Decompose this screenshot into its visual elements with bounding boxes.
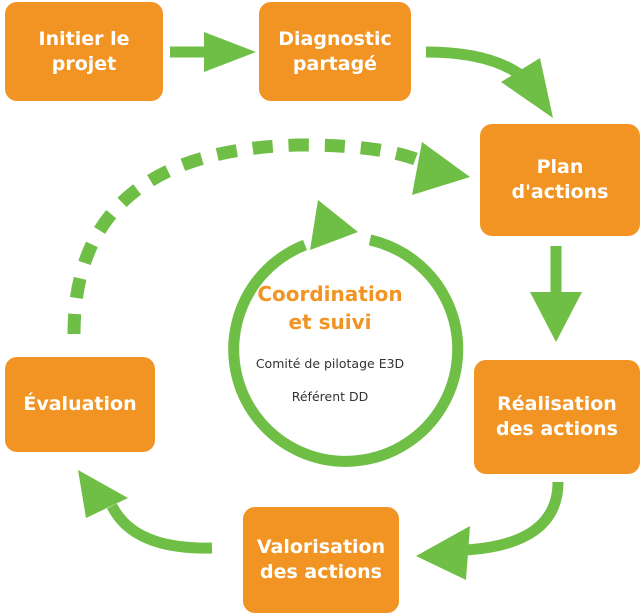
step-plan-actions: Plan d'actions xyxy=(480,124,640,236)
step-initier-projet: Initier le projet xyxy=(5,2,163,101)
step-valorisation-line2: des actions xyxy=(260,561,382,583)
center-subtitle-comite: Comité de pilotage E3D xyxy=(255,356,405,371)
step-realisation-line2: des actions xyxy=(496,418,618,440)
step-evaluation: Évaluation xyxy=(5,357,155,452)
step-diagnostic-line1: Diagnostic xyxy=(278,27,392,50)
arrow-plan-to-realisation xyxy=(530,246,582,342)
step-evaluation-line1: Évaluation xyxy=(23,393,137,415)
step-valorisation-actions: Valorisation des actions xyxy=(243,507,399,613)
step-initier-line1: Initier le xyxy=(38,27,130,50)
step-initier-line2: projet xyxy=(51,52,117,75)
center-title-line1: Coordination xyxy=(257,282,403,306)
step-diagnostic-line2: partagé xyxy=(292,52,378,75)
step-valorisation-line1: Valorisation xyxy=(256,536,386,558)
arrow-diagnostic-to-plan xyxy=(425,46,553,118)
step-diagnostic-partage: Diagnostic partagé xyxy=(259,2,411,101)
arrow-initier-to-diagnostic xyxy=(170,32,256,72)
arrow-evaluation-to-plan-dashed xyxy=(67,138,470,335)
center-subtitle-referent: Référent DD xyxy=(291,389,369,404)
arrow-realisation-to-valorisation xyxy=(416,481,564,580)
step-realisation-actions: Réalisation des actions xyxy=(474,360,640,474)
center-coordination: Coordination et suivi Comité de pilotage… xyxy=(228,280,432,405)
step-realisation-line1: Réalisation xyxy=(497,393,617,415)
center-title-line2: et suivi xyxy=(288,310,372,334)
step-plan-line1: Plan d'actions xyxy=(511,156,609,203)
center-cycle-arrow xyxy=(228,200,464,467)
arrow-valorisation-to-evaluation xyxy=(78,470,213,554)
